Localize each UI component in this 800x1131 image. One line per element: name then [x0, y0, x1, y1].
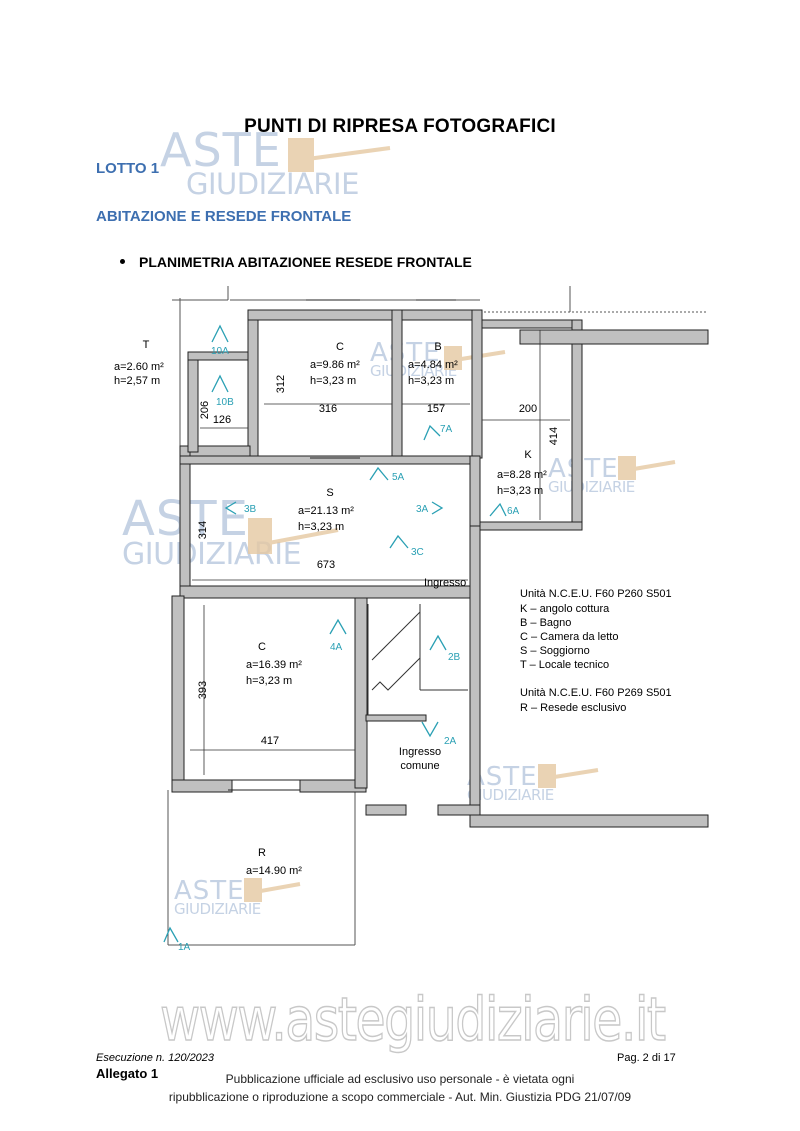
camera-angle-icon	[163, 926, 179, 943]
photo-point-1A: 1A	[178, 942, 191, 953]
camera-angle-icon	[369, 466, 389, 481]
photo-point-3A: 3A	[416, 504, 429, 515]
dim-673: 673	[317, 559, 335, 571]
room-name-B: B	[434, 341, 441, 353]
photo-point-2B: 2B	[448, 652, 461, 663]
footer-disclaimer: Pubblicazione ufficiale ad esclusivo uso…	[0, 1070, 800, 1106]
openings	[228, 299, 456, 791]
gavel-watermark-icons	[244, 138, 676, 902]
legend-item: T – Locale tecnico	[520, 659, 609, 671]
legend-item: B – Bagno	[520, 617, 571, 629]
photo-point-7A: 7A	[440, 424, 453, 435]
url-watermark: www.astegiudiziarie.it	[159, 984, 666, 1056]
label-ingresso-comune-2: comune	[400, 760, 439, 772]
dim-417: 417	[261, 735, 279, 747]
camera-angle-icon	[421, 721, 439, 738]
room-area-R: a=14.90 m²	[246, 865, 302, 877]
legend-item: R – Resede esclusivo	[520, 702, 626, 714]
camera-angle-icon	[429, 634, 447, 651]
legend-item: C – Camera da letto	[520, 631, 618, 643]
room-height-C1: h=3,23 m	[310, 375, 356, 387]
lotto-heading: LOTTO 1	[96, 160, 160, 177]
walls	[171, 309, 709, 828]
dimension-lines	[190, 330, 570, 775]
camera-angle-icon	[211, 324, 229, 343]
photo-point-labels: 10A 10B 7A 5A 6A 3B 3A 3C 4A 2B 2A 1A	[178, 346, 520, 953]
camera-angle-icon	[431, 501, 444, 515]
dim-393: 393	[197, 681, 209, 699]
camera-angle-icon	[329, 618, 347, 635]
camera-angle-icon	[389, 534, 409, 549]
bullet-text: PLANIMETRIA ABITAZIONEE RESEDE FRONTALE	[139, 254, 472, 270]
camera-angle-icon	[211, 374, 229, 393]
room-name-T: T	[143, 339, 150, 351]
camera-angle-icon	[423, 424, 441, 441]
dim-414: 414	[548, 427, 560, 445]
footer-page-number: Pag. 2 di 17	[617, 1052, 676, 1064]
photo-point-markers	[163, 324, 507, 943]
room-area-B: a=4.84 m²	[408, 359, 458, 371]
photo-point-6A: 6A	[507, 506, 520, 517]
dim-200: 200	[519, 403, 537, 415]
room-name-C1: C	[336, 341, 344, 353]
camera-angle-icon	[224, 501, 237, 515]
photo-point-3B: 3B	[244, 504, 257, 515]
room-area-C2: a=16.39 m²	[246, 659, 302, 671]
room-height-T: h=2,57 m	[114, 375, 160, 387]
dim-314: 314	[197, 521, 209, 539]
legend-item: S – Soggiorno	[520, 645, 590, 657]
room-labels: T a=2.60 m² h=2,57 m C a=9.86 m² h=3,23 …	[114, 339, 547, 877]
bullet-item: PLANIMETRIA ABITAZIONEE RESEDE FRONTALE	[120, 254, 472, 270]
footer-disclaimer-line2: ripubblicazione o riproduzione a scopo c…	[168, 1090, 632, 1104]
room-height-K: h=3,23 m	[497, 485, 543, 497]
page-title: PUNTI DI RIPRESA FOTOGRAFICI	[244, 116, 556, 137]
photo-point-10A: 10A	[211, 346, 229, 357]
label-ingresso-comune-1: Ingresso	[399, 746, 441, 758]
dimension-labels: 206 126 312 316 157 200 414 314 673 393 …	[197, 375, 560, 747]
footer-esecuzione: Esecuzione n. 120/2023	[96, 1052, 215, 1064]
legend-item: K – angolo cottura	[520, 603, 610, 615]
room-height-C2: h=3,23 m	[246, 675, 292, 687]
dim-126: 126	[213, 414, 231, 426]
dim-206: 206	[199, 401, 211, 419]
room-name-C2: C	[258, 641, 266, 653]
photo-point-10B: 10B	[216, 397, 234, 408]
dim-312: 312	[275, 375, 287, 393]
room-area-T: a=2.60 m²	[114, 361, 164, 373]
footer-disclaimer-line1: Pubblicazione ufficiale ad esclusivo uso…	[225, 1072, 575, 1086]
photo-point-5A: 5A	[392, 472, 405, 483]
legend-unit1: Unità N.C.E.U. F60 P260 S501	[520, 588, 672, 600]
legend-unit2: Unità N.C.E.U. F60 P269 S501	[520, 687, 672, 699]
photo-point-4A: 4A	[330, 642, 343, 653]
legend: Unità N.C.E.U. F60 P260 S501 K – angolo …	[520, 588, 672, 714]
room-area-C1: a=9.86 m²	[310, 359, 360, 371]
room-name-K: K	[524, 449, 532, 461]
section-heading: ABITAZIONE E RESEDE FRONTALE	[96, 208, 352, 225]
bullet-dot-icon	[120, 258, 125, 264]
room-height-B: h=3,23 m	[408, 375, 454, 387]
stairs	[367, 604, 468, 715]
footer-allegato: Allegato 1	[96, 1066, 159, 1081]
photo-point-3C: 3C	[411, 547, 424, 558]
dim-157: 157	[427, 403, 445, 415]
room-name-S: S	[326, 487, 333, 499]
dim-316: 316	[319, 403, 337, 415]
room-name-R: R	[258, 847, 266, 859]
room-area-S: a=21.13 m²	[298, 505, 354, 517]
camera-angle-icon	[489, 502, 507, 517]
room-area-K: a=8.28 m²	[497, 469, 547, 481]
photo-point-2A: 2A	[444, 736, 457, 747]
room-height-S: h=3,23 m	[298, 521, 344, 533]
label-ingresso: Ingresso	[424, 577, 466, 589]
